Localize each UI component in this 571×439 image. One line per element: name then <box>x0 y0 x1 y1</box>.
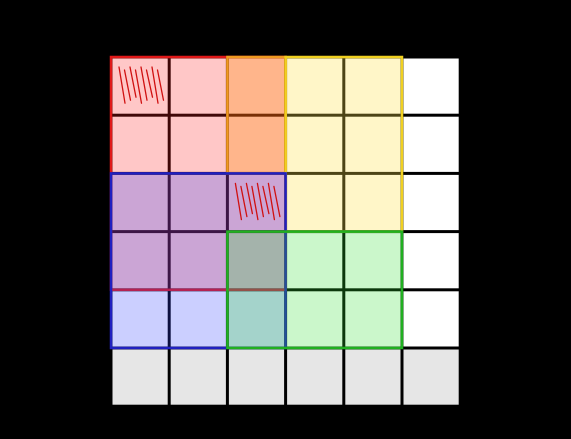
grid-cell <box>287 349 343 405</box>
grid-cell <box>228 58 285 114</box>
grid-cell <box>112 174 168 231</box>
hatch-mark <box>234 182 281 221</box>
grid-cell <box>403 58 459 114</box>
grid-cell <box>403 174 459 231</box>
grid-cell <box>287 291 343 347</box>
grid-cell <box>287 174 343 231</box>
grid-cell <box>170 349 226 405</box>
highlight-regions <box>109 55 404 350</box>
grid-cell <box>403 116 459 172</box>
grid-cell <box>287 116 343 172</box>
grid-cell <box>170 174 226 231</box>
grid-cell <box>345 233 401 289</box>
grid-cell <box>287 233 343 289</box>
grid-cell <box>112 116 168 172</box>
grid-cell <box>228 291 285 347</box>
grid-cell <box>287 58 343 114</box>
grid-cell <box>403 291 459 347</box>
grid-cell <box>170 116 226 172</box>
grid-cell <box>345 116 401 172</box>
grid-cell <box>345 174 401 231</box>
grid-cells <box>112 58 459 405</box>
grid-cell <box>403 349 459 405</box>
grid-cell <box>228 349 285 405</box>
grid-cell <box>228 116 285 172</box>
region-orange <box>226 55 287 175</box>
hatch-mark <box>118 66 165 104</box>
hatch-marks <box>118 66 281 221</box>
grid-cell <box>228 233 285 289</box>
grid-cell <box>345 291 401 347</box>
region-green <box>226 230 404 350</box>
grid-cell <box>403 233 459 289</box>
grid-cell <box>170 291 226 347</box>
grid-cell <box>170 58 226 114</box>
grid-cell <box>112 349 168 405</box>
region-yellow <box>284 55 404 233</box>
grid-cell <box>112 233 168 289</box>
grid-cell <box>345 349 401 405</box>
grid-cell <box>345 58 401 114</box>
grid-cell <box>170 233 226 289</box>
grid-cell <box>112 291 168 347</box>
region-blue <box>109 172 287 350</box>
